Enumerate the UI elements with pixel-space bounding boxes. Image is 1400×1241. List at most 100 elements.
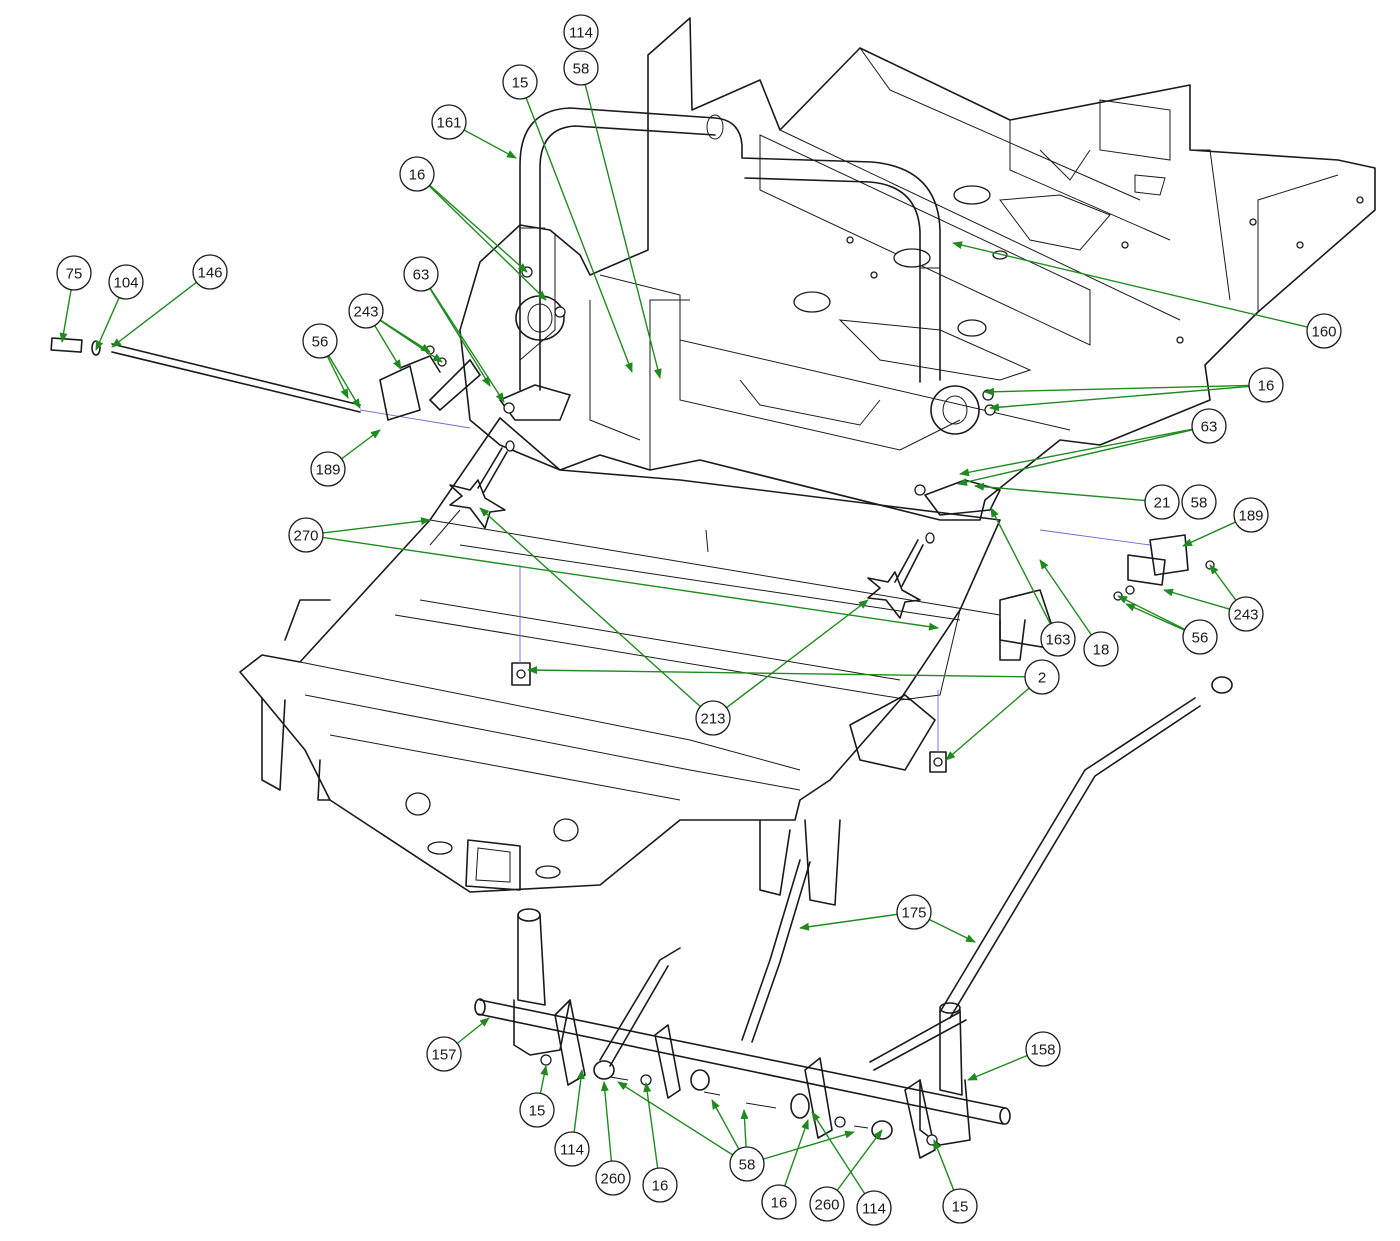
callout-58: 58 [1181, 484, 1217, 520]
callout-circle [595, 1160, 631, 1196]
callout-63: 63 [1191, 408, 1227, 444]
leader-line-157 [456, 1017, 490, 1044]
leader-line-189 [341, 429, 381, 460]
seat-bracket-right [1039, 529, 1215, 601]
callout-circle [1040, 621, 1076, 657]
callout-160: 160 [1306, 313, 1342, 349]
callout-161: 161 [431, 104, 467, 140]
callout-2: 2 [1024, 659, 1060, 695]
callout-circle [1025, 1031, 1061, 1067]
leader-line-104 [95, 297, 120, 351]
callout-circle [1182, 619, 1218, 655]
callout-label: 175 [901, 905, 926, 922]
callout-63: 63 [403, 256, 439, 292]
leader-line-243 [379, 319, 443, 363]
leader-line-63 [429, 288, 491, 387]
callout-circle [695, 700, 731, 736]
leader-line-58 [763, 1130, 855, 1160]
callout-label: 15 [529, 1103, 546, 1120]
leader-line-18 [1039, 559, 1092, 636]
callout-circle [1248, 367, 1284, 403]
callout-114: 114 [856, 1190, 892, 1226]
seat-knob-left [449, 440, 515, 529]
callout-label: 114 [560, 1142, 584, 1159]
leader-line-15 [525, 97, 633, 373]
callout-260: 260 [595, 1160, 631, 1196]
callout-label: 270 [293, 528, 318, 545]
callout-circle [1228, 596, 1264, 632]
callout-circle [729, 1146, 765, 1182]
callout-75: 75 [56, 255, 92, 291]
leader-line-260 [836, 1129, 883, 1191]
callout-16: 16 [642, 1167, 678, 1203]
callout-label: 16 [771, 1195, 788, 1212]
callout-56: 56 [302, 323, 338, 359]
callout-circle [896, 894, 932, 930]
callout-circle [1024, 659, 1060, 695]
callout-circle [1083, 631, 1119, 667]
callout-circle [642, 1167, 678, 1203]
callout-label: 114 [862, 1201, 886, 1218]
leader-line-63 [959, 428, 1193, 477]
callout-label: 104 [113, 275, 138, 292]
leader-line-270 [322, 536, 939, 631]
leader-line-163 [990, 507, 1051, 625]
leader-line-260 [600, 1081, 613, 1162]
callout-circle [310, 451, 346, 487]
callout-label: 213 [700, 711, 725, 728]
callout-circle [399, 156, 435, 192]
callout-circle [1306, 313, 1342, 349]
callout-circle [426, 1036, 462, 1072]
leader-line-16 [428, 185, 547, 301]
callout-163: 163 [1040, 621, 1076, 657]
leader-line-58 [617, 1081, 734, 1156]
callout-circle [1144, 484, 1180, 520]
callout-circle [563, 14, 599, 50]
leader-line-160 [952, 241, 1308, 328]
callout-114: 114 [554, 1131, 590, 1167]
leader-line-161 [463, 129, 517, 159]
roll-bar [519, 107, 941, 391]
leader-line-58 [711, 1099, 740, 1150]
callout-circle [563, 50, 599, 86]
callout-16: 16 [1248, 367, 1284, 403]
callout-circle [108, 264, 144, 300]
callout-circle [809, 1186, 845, 1222]
callout-circle [288, 517, 324, 553]
seat-bracket-left [379, 345, 481, 421]
leader-line-243 [374, 325, 402, 370]
leader-line-2 [527, 666, 1026, 678]
callout-label: 21 [1154, 495, 1171, 512]
callout-circle [56, 255, 92, 291]
callout-243: 243 [1228, 596, 1264, 632]
leader-line-189 [1182, 521, 1236, 547]
callout-label: 18 [1093, 642, 1110, 659]
leader-line-146 [111, 281, 197, 348]
callout-189: 189 [310, 451, 346, 487]
callout-18: 18 [1083, 631, 1119, 667]
callout-label: 243 [353, 304, 378, 321]
callout-label: 157 [431, 1047, 456, 1064]
leader-line-16 [989, 385, 1250, 412]
leader-line-58 [584, 84, 662, 379]
callout-213: 213 [695, 700, 731, 736]
callout-label: 189 [315, 462, 340, 479]
callout-circle [1233, 497, 1269, 533]
callout-label: 56 [1192, 630, 1209, 647]
callout-56: 56 [1182, 619, 1218, 655]
callout-circle [348, 293, 384, 329]
callout-circle [519, 1092, 555, 1128]
callout-circle [942, 1188, 978, 1224]
callout-label: 16 [409, 167, 426, 184]
leader-line-63 [957, 429, 1193, 486]
leader-line-114 [573, 1069, 585, 1133]
leader-line-213 [726, 599, 869, 709]
callout-label: 243 [1233, 607, 1258, 624]
callout-label: 260 [814, 1197, 839, 1214]
leader-line-114 [811, 1111, 866, 1195]
seat-knob-right [867, 532, 935, 619]
callout-label: 158 [1030, 1042, 1055, 1059]
leader-line-15 [539, 1065, 549, 1094]
callout-104: 104 [108, 264, 144, 300]
leader-line-58 [740, 1109, 749, 1148]
